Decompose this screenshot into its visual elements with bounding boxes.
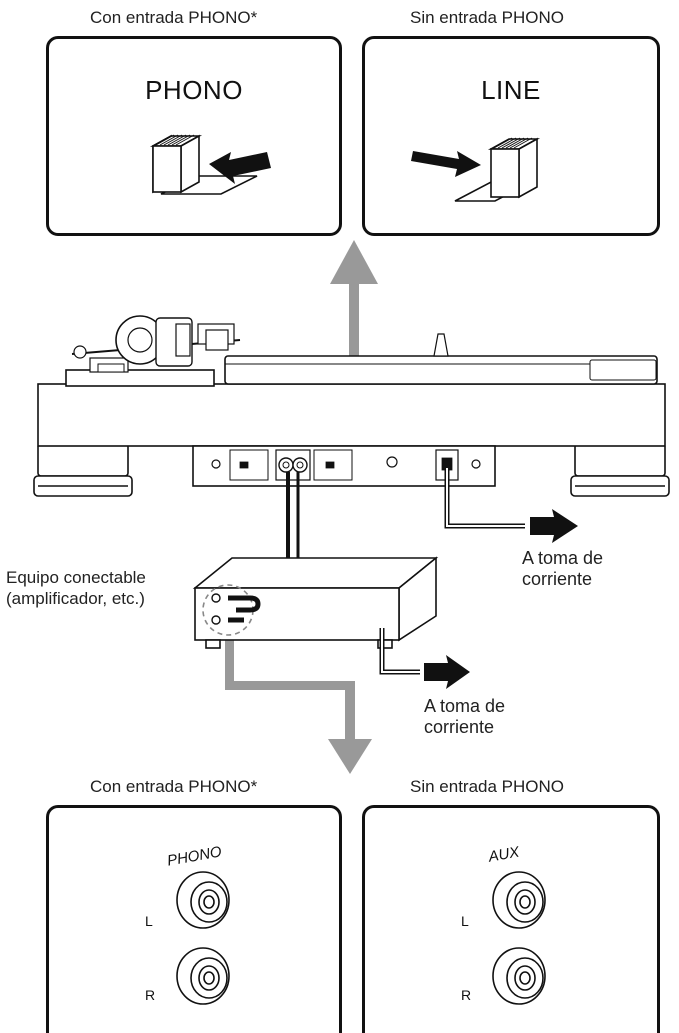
phono-jack-label: PHONO — [166, 843, 223, 869]
device-label-line1: Equipo conectable — [6, 568, 146, 587]
outlet-note-amplifier-line2: corriente — [424, 717, 495, 737]
outlet-note-turntable-line1: A toma de — [522, 548, 604, 568]
phono-channel-r: R — [145, 987, 155, 1003]
arrow-to-outlet-amplifier — [424, 655, 470, 689]
phono-channel-l: L — [145, 913, 153, 929]
outlet-note-turntable-line2: corriente — [522, 569, 593, 589]
switch-set-phono-icon — [149, 134, 271, 195]
arrow-to-outlet-turntable — [530, 509, 578, 543]
phono-jack-panel: PHONO L R — [46, 805, 342, 1033]
caption-bottom-right: Sin entrada PHONO — [410, 777, 565, 796]
connection-diagram — [33, 240, 670, 774]
outlet-note-turntable: A toma de corriente — [522, 548, 603, 590]
turntable — [33, 315, 670, 497]
phono-jacks-icon: PHONO L R — [145, 843, 230, 1005]
aux-channel-l: L — [461, 913, 469, 929]
line-switch-panel: LINE — [362, 36, 660, 236]
aux-jack-panel: AUX L R — [362, 805, 660, 1033]
caption-top-left: Con entrada PHONO* — [90, 8, 258, 27]
outlet-note-amplifier-line1: A toma de — [424, 696, 506, 716]
outlet-note-amplifier: A toma de corriente — [424, 696, 505, 738]
line-label: LINE — [481, 75, 541, 105]
amp-input-jacks — [211, 593, 221, 625]
caption-top-right: Sin entrada PHONO — [410, 8, 565, 27]
arrow-down-to-jacks — [225, 634, 372, 774]
phono-switch-panel: PHONO — [46, 36, 342, 236]
aux-jack-label: AUX — [486, 843, 521, 865]
device-label-line2: (amplificador, etc.) — [6, 589, 145, 608]
switch-set-line-icon — [411, 137, 541, 202]
aux-jacks-icon: AUX L R — [461, 843, 546, 1005]
amplifier — [192, 556, 439, 649]
phono-label: PHONO — [145, 75, 243, 105]
caption-bottom-left: Con entrada PHONO* — [90, 777, 258, 796]
aux-channel-r: R — [461, 987, 471, 1003]
device-label: Equipo conectable (amplificador, etc.) — [6, 567, 146, 609]
